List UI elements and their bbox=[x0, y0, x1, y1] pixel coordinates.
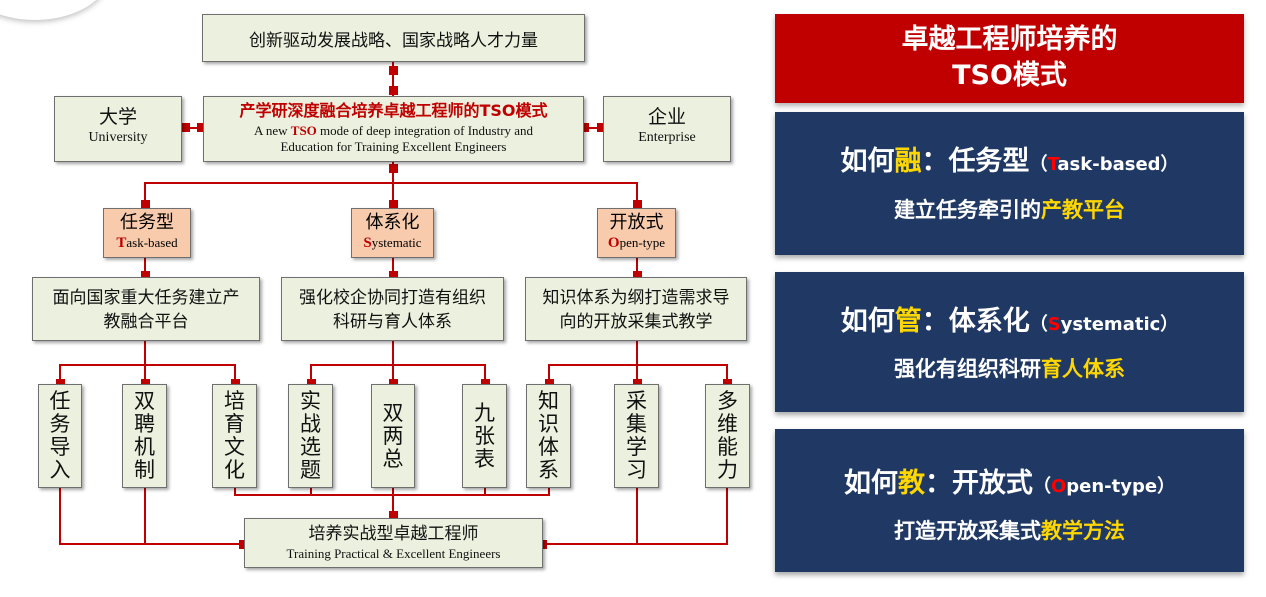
enterprise-en: Enterprise bbox=[638, 130, 696, 145]
mid-box-system: 强化校企协同打造有组织 科研与育人体系 bbox=[281, 277, 504, 341]
university-cn: 大学 bbox=[98, 106, 137, 128]
panel-system-heading: 如何管：体系化（Systematic） bbox=[840, 306, 1179, 337]
panel-task: 如何融：任务型（Task-based） 建立任务牵引的产教平台 bbox=[775, 112, 1244, 255]
type-box-systematic: 体系化 Systematic bbox=[351, 208, 434, 258]
enterprise-cn: 企业 bbox=[647, 106, 686, 128]
university-box: 大学 University bbox=[54, 96, 182, 162]
panel-open: 如何教：开放式（Open-type） 打造开放采集式教学方法 bbox=[775, 429, 1244, 572]
bottom-outcome-box: 培养实战型卓越工程师 Training Practical & Excellen… bbox=[244, 518, 543, 568]
leaf-box-4: 实战选题 bbox=[288, 384, 333, 488]
panel-system: 如何管：体系化（Systematic） 强化有组织科研育人体系 bbox=[775, 272, 1244, 412]
leaf-box-5: 双两总 bbox=[371, 384, 415, 488]
mid-box-teaching: 知识体系为纲打造需求导 向的开放采集式教学 bbox=[525, 277, 747, 341]
center-title: 产学研深度融合培养卓越工程师的TSO模式 bbox=[239, 101, 548, 120]
leaf-box-9: 多维能力 bbox=[705, 384, 750, 488]
panel-system-sub: 强化有组织科研育人体系 bbox=[894, 357, 1125, 381]
right-title-banner: 卓越工程师培养的 TSO模式 bbox=[775, 14, 1244, 103]
top-strategy-text: 创新驱动发展战略、国家战略人才力量 bbox=[249, 30, 538, 51]
university-en: University bbox=[88, 130, 148, 145]
panel-task-heading: 如何融：任务型（Task-based） bbox=[840, 146, 1179, 177]
decorative-corner-arc bbox=[0, 0, 110, 20]
leaf-box-3: 培育文化 bbox=[212, 384, 257, 488]
enterprise-box: 企业 Enterprise bbox=[603, 96, 731, 162]
panel-open-sub: 打造开放采集式教学方法 bbox=[894, 519, 1125, 543]
top-strategy-box: 创新驱动发展战略、国家战略人才力量 bbox=[202, 14, 585, 62]
center-en-line2: Education for Training Excellent Enginee… bbox=[280, 139, 507, 154]
center-tso-box: 产学研深度融合培养卓越工程师的TSO模式 A new TSO mode of d… bbox=[203, 96, 584, 162]
type-box-task: 任务型 Task-based bbox=[103, 208, 191, 258]
leaf-box-8: 采集学习 bbox=[614, 384, 659, 488]
center-en-line1: A new TSO mode of deep integration of In… bbox=[253, 123, 534, 138]
panel-open-heading: 如何教：开放式（Open-type） bbox=[843, 468, 1176, 499]
leaf-box-1: 任务导入 bbox=[38, 384, 82, 488]
panel-task-sub: 建立任务牵引的产教平台 bbox=[894, 198, 1125, 222]
type-box-open: 开放式 Open-type bbox=[597, 208, 676, 258]
leaf-box-2: 双聘机制 bbox=[122, 384, 167, 488]
mid-box-platform: 面向国家重大任务建立产 教融合平台 bbox=[32, 277, 260, 341]
leaf-box-7: 知识体系 bbox=[526, 384, 571, 488]
leaf-box-6: 九张表 bbox=[462, 384, 507, 488]
